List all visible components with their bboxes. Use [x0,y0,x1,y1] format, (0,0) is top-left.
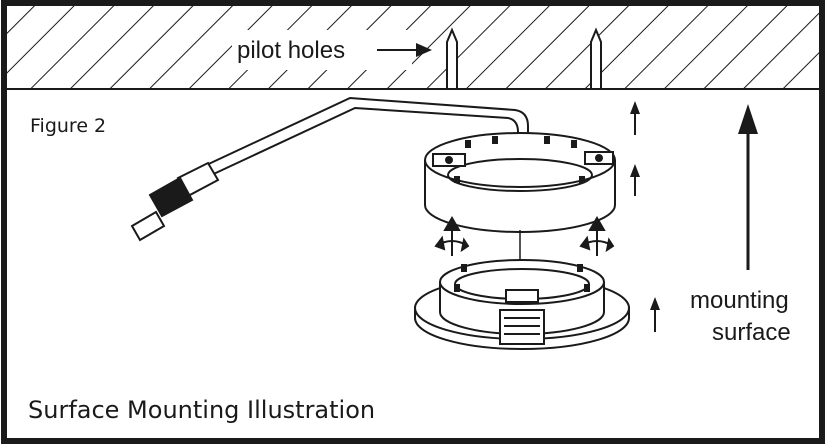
pilot-holes-label: pilot holes [237,37,345,64]
mounting-plate [414,259,630,350]
fixture-housing [424,132,616,233]
diagram-caption: Surface Mounting Illustration [28,396,375,424]
pilot-hole-right [590,27,602,90]
mounting-surface-label-line2: surface [712,319,791,346]
power-cable [199,96,529,192]
pilot-hole-left [446,27,458,90]
screw-left [434,216,470,256]
up-arrow-small-1 [630,101,640,135]
up-arrow-small-2 [630,164,640,196]
up-arrow-large [738,104,758,270]
dc-connector [130,161,220,242]
mounting-surface-label-line1: mounting [690,287,789,314]
mounting-surface-hatch [7,6,819,90]
up-arrow-small-3 [650,297,660,332]
figure-label: Figure 2 [30,115,106,137]
pilot-holes-arrow [377,43,432,57]
screw-right [579,216,615,256]
